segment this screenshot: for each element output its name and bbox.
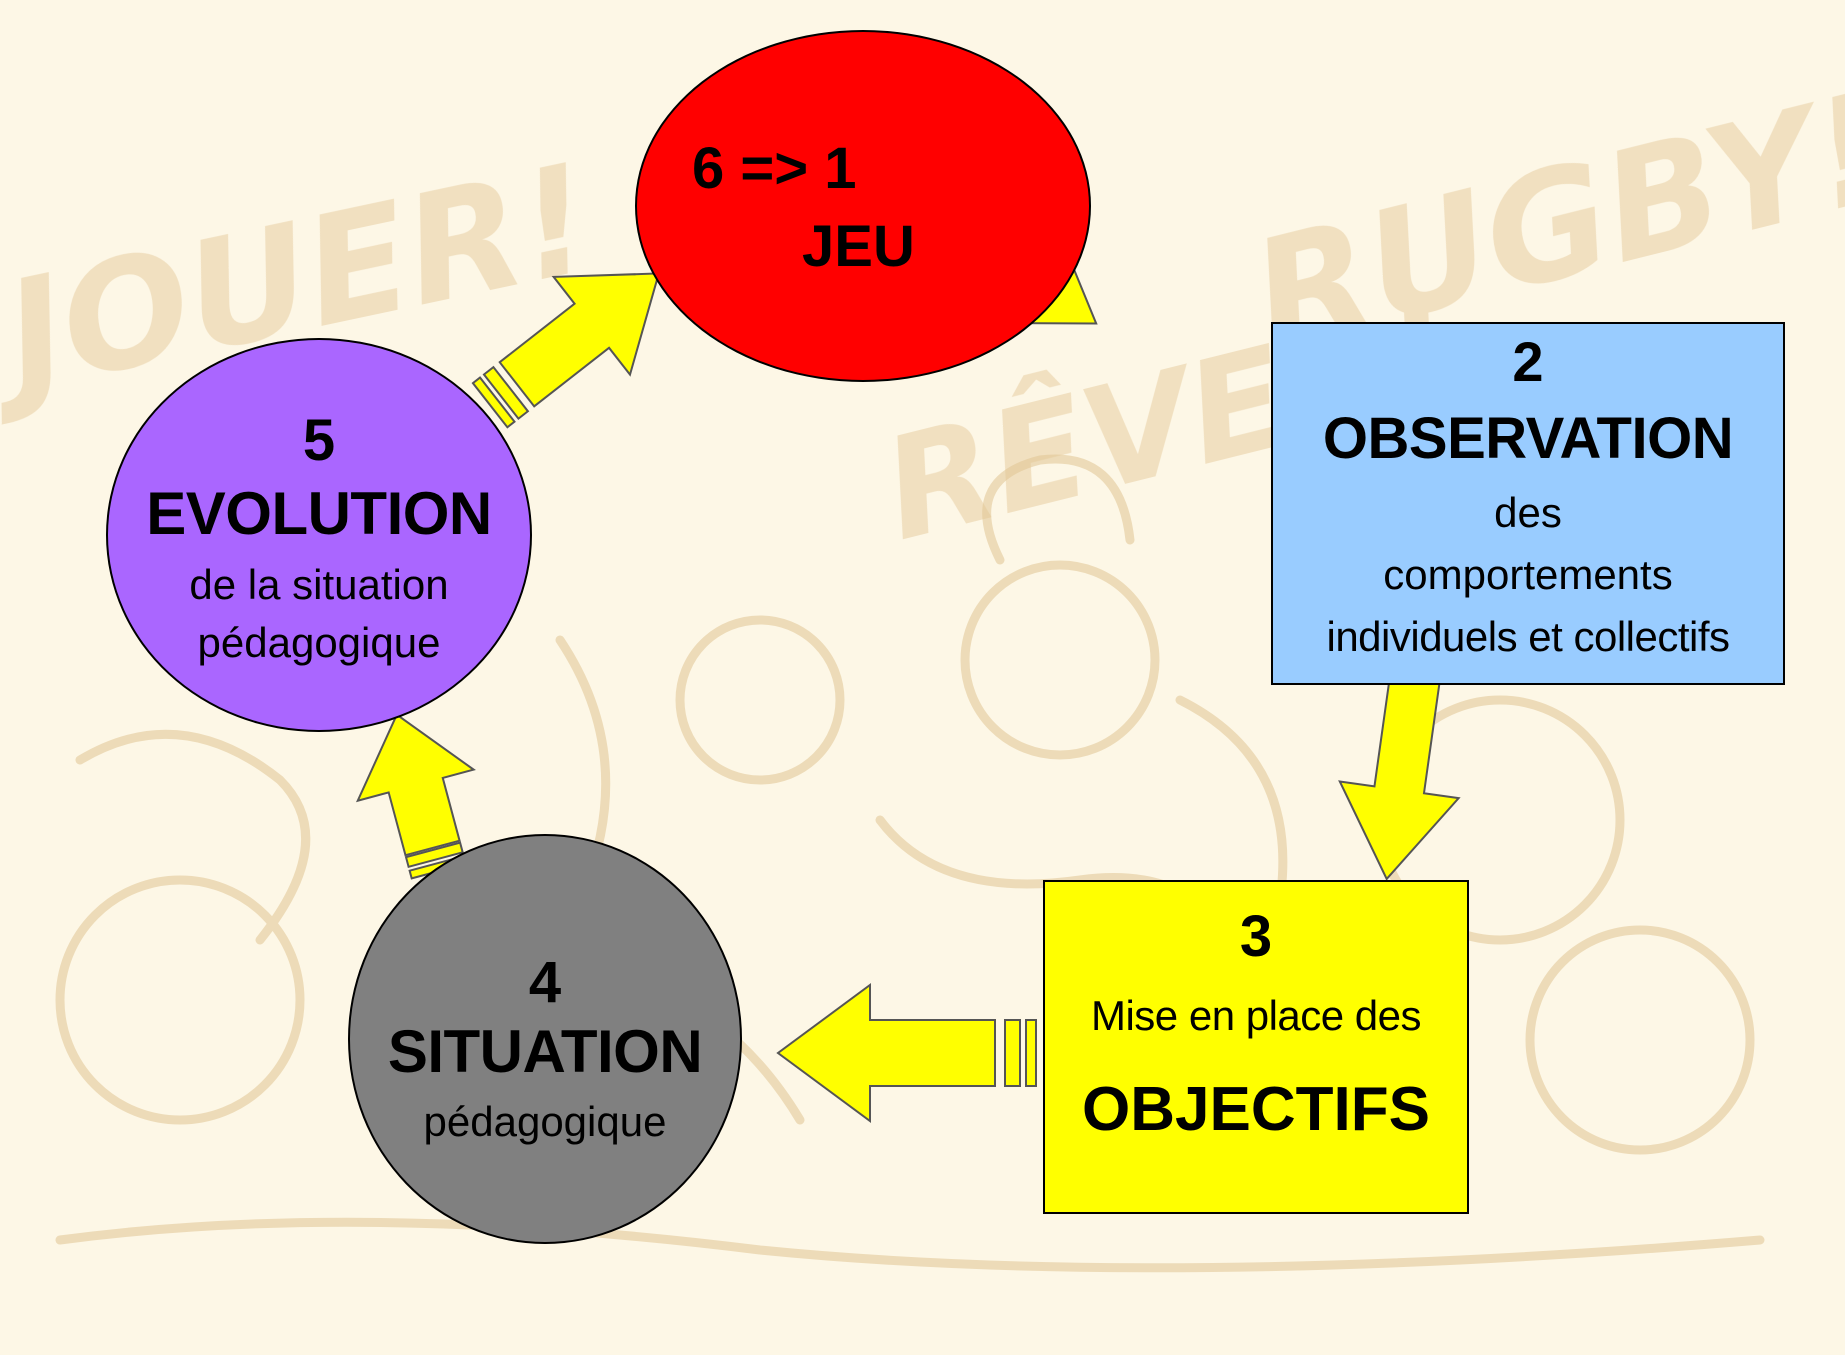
node-objectifs: 3 Mise en place des OBJECTIFS bbox=[1043, 880, 1469, 1214]
jeu-number: 6 => 1 bbox=[692, 136, 857, 201]
jeu-title: JEU bbox=[802, 214, 915, 279]
objectifs-subtitle: Mise en place des bbox=[1090, 992, 1422, 1039]
node-observation: 2 OBSERVATION des comportements individu… bbox=[1271, 322, 1785, 685]
arrow-body bbox=[498, 272, 661, 408]
evolution-line-2: pédagogique bbox=[197, 619, 441, 666]
evolution-number: 5 bbox=[302, 408, 336, 473]
arrow-objectifs-to-situation bbox=[776, 983, 1037, 1123]
arrow-tail-stripe bbox=[1004, 1019, 1021, 1087]
evolution-title: EVOLUTION bbox=[146, 480, 492, 547]
arrow-body bbox=[776, 983, 996, 1123]
arrow-body bbox=[1338, 661, 1461, 881]
observation-number: 2 bbox=[1512, 330, 1544, 393]
evolution-line-1: de la situation bbox=[189, 561, 449, 608]
arrow-tail-stripe bbox=[482, 365, 530, 421]
objectifs-title: OBJECTIFS bbox=[1082, 1075, 1430, 1144]
observation-title: OBSERVATION bbox=[1322, 406, 1734, 471]
observation-line-2: comportements bbox=[1383, 551, 1673, 598]
observation-line-3: individuels et collectifs bbox=[1326, 613, 1730, 660]
node-situation: 4 SITUATION pédagogique bbox=[348, 834, 742, 1244]
objectifs-number: 3 bbox=[1239, 904, 1273, 969]
arrow-tail-stripe bbox=[1025, 1019, 1037, 1087]
node-jeu: 6 => 1 JEU bbox=[635, 30, 1091, 382]
situation-title: SITUATION bbox=[387, 1018, 703, 1085]
situation-number: 4 bbox=[528, 950, 562, 1015]
arrow-tail-stripe bbox=[471, 376, 516, 429]
arrow-evolution-to-jeu bbox=[471, 272, 661, 429]
observation-line-1: des bbox=[1494, 489, 1562, 536]
situation-subtitle: pédagogique bbox=[423, 1098, 667, 1145]
arrow-body bbox=[355, 713, 476, 857]
node-evolution: 5 EVOLUTION de la situation pédagogique bbox=[106, 338, 532, 732]
arrow-tail-stripe bbox=[404, 841, 464, 869]
